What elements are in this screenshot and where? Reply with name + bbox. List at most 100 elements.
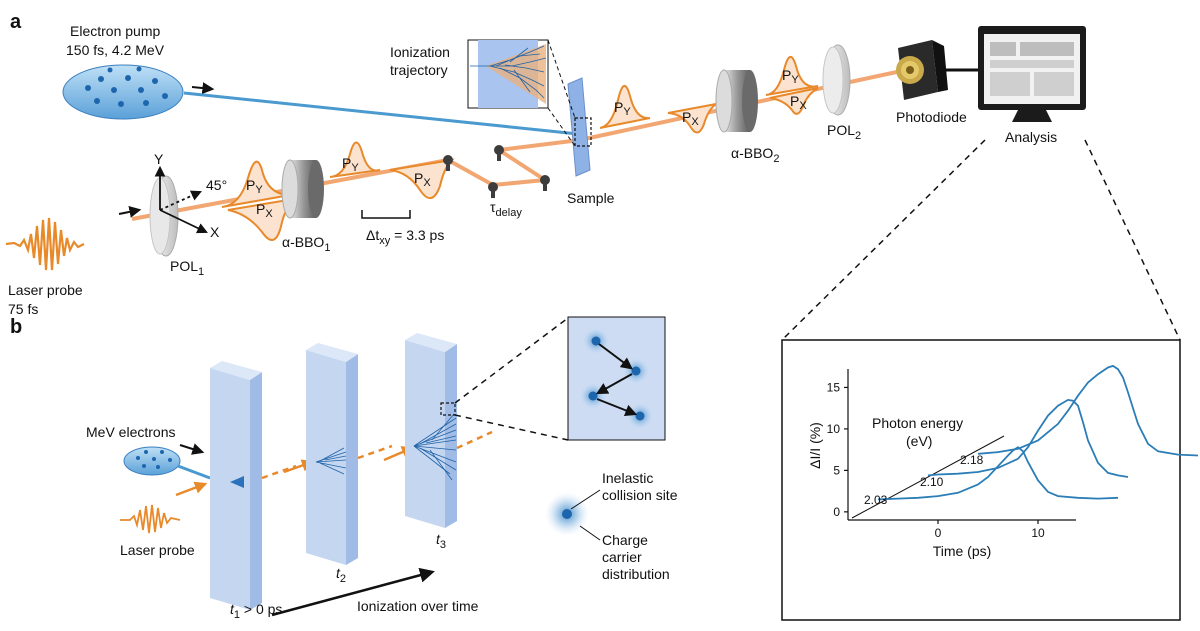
pulse-pair-after-sample [599, 85, 717, 134]
sample-slab [567, 77, 591, 177]
px-label-2: PX [414, 170, 431, 189]
y-axis-label: ΔI/I (%) [807, 422, 823, 469]
analysis-label: Analysis [1005, 129, 1057, 145]
laser-probe-label-b: Laser probe [120, 542, 195, 558]
py-label-1: PY [246, 177, 263, 196]
slab-t2 [306, 343, 358, 565]
series-label-2.18: 2.18 [960, 453, 984, 467]
ionization-trajectory-label-2: trajectory [390, 62, 448, 78]
axis-x-label: X [210, 224, 220, 240]
tau-delay-label: τdelay [490, 199, 522, 219]
transmitted-probe-t1 [261, 464, 297, 480]
ionization-over-time-label: Ionization over time [357, 598, 479, 614]
pol1-label: POL1 [170, 258, 204, 278]
electron-beam-b [177, 464, 211, 480]
inset-link-line-2 [547, 107, 576, 147]
panel-b-label: b [10, 316, 22, 338]
ionization-trajectory-label-1: Ionization [390, 44, 450, 60]
legend-collision-label-1: Inelastic [602, 470, 653, 486]
collision-inset [567, 316, 666, 441]
collision-legend-symbol [545, 489, 601, 541]
py-label-2: PY [342, 155, 359, 174]
py-label-3: PY [614, 99, 631, 118]
alpha-bbo1-crystal [281, 159, 324, 219]
alpha-bbo2-crystal [715, 69, 758, 133]
py-label-4: PY [782, 67, 799, 86]
ionization-cone-t1 [230, 476, 244, 488]
pulse-py-separated [329, 141, 381, 178]
pump-direction-arrow [191, 82, 215, 95]
chart-link-line-right [1084, 139, 1181, 341]
y-tick-label: 0 [833, 505, 840, 519]
photodiode [896, 40, 948, 100]
y-tick-label: 10 [827, 422, 841, 436]
x-tick-label: 10 [1031, 526, 1045, 540]
t1-label: t1 > 0 ps [230, 601, 282, 621]
chart-frame [781, 339, 1181, 621]
mev-electron-bunch [123, 446, 181, 476]
axis-y-label: Y [154, 151, 164, 167]
laser-arrow-b [175, 481, 208, 497]
series-line-2.10 [927, 398, 1129, 478]
series-line-2.18 [977, 364, 1199, 457]
pulse-pair-1 [221, 160, 301, 241]
laser-probe-waveform-b [120, 504, 181, 534]
mev-electrons-label: MeV electrons [86, 424, 175, 440]
legend-charge-label-3: distribution [602, 566, 670, 582]
laser-probe-label-1: Laser probe [8, 282, 83, 298]
px-label-3: PX [682, 109, 699, 128]
alpha-bbo2-label: α-BBO2 [731, 145, 779, 165]
slab-t1 [210, 361, 262, 610]
electron-beam [183, 91, 579, 136]
px-label-1: PX [256, 201, 273, 220]
sample-zoom-box [574, 117, 592, 147]
pol2-polarizer [822, 44, 851, 116]
slab-t3 [405, 333, 457, 528]
delta-t-label: Δtxy = 3.3 ps [366, 227, 444, 247]
x-tick-label: 0 [935, 526, 942, 540]
t2-label: t2 [336, 565, 346, 585]
legend-charge-label-2: carrier [602, 549, 642, 565]
electron-arrow-b [179, 443, 205, 455]
alpha-bbo1-label: α-BBO1 [282, 234, 330, 254]
collision-link-line-2 [454, 414, 569, 441]
analysis-monitor [978, 26, 1086, 122]
photon-energy-title-1: Photon energy [872, 415, 963, 431]
ionization-spray-t3 [413, 413, 457, 481]
electron-pump-label-2: 150 fs, 4.2 MeV [66, 42, 165, 58]
transmitted-probe-t3 [456, 430, 493, 450]
ionization-time-arrow [271, 567, 435, 617]
laser-probe-waveform [5, 217, 85, 271]
y-tick-label: 5 [833, 463, 840, 477]
sample-label: Sample [567, 190, 615, 206]
ionization-trajectory-inset [467, 39, 549, 109]
legend-collision-label-2: collision site [602, 487, 678, 503]
probe-direction-arrow [118, 205, 142, 218]
photodiode-label: Photodiode [896, 109, 967, 125]
transmitted-probe-t2 [357, 444, 393, 460]
t3-zoom-box [440, 402, 456, 416]
delay-mirrors [443, 145, 550, 198]
angle-label: 45° [206, 177, 227, 193]
series-label-2.10: 2.10 [920, 475, 944, 489]
inset-link-line-1 [547, 39, 576, 119]
photon-energy-title-2: (eV) [906, 433, 932, 449]
ionization-spray-t2 [315, 447, 347, 475]
collision-link-line-1 [454, 317, 569, 404]
electron-pump [62, 64, 184, 120]
px-label-4: PX [790, 93, 807, 112]
x-axis-label: Time (ps) [933, 543, 992, 559]
panel-a-label: a [10, 11, 22, 33]
electron-pump-label-1: Electron pump [70, 23, 160, 39]
legend-charge-label-1: Charge [602, 532, 648, 548]
pulse-pair-recombined [765, 56, 819, 115]
delta-t-scale-bar [361, 210, 411, 219]
chart-link-line-left [781, 139, 986, 341]
series-label-2.03: 2.03 [864, 493, 888, 507]
y-tick-label: 15 [827, 380, 841, 394]
polarization-axes [154, 165, 208, 234]
laser-probe-label-2: 75 fs [8, 301, 38, 317]
pol2-label: POL2 [827, 122, 861, 142]
